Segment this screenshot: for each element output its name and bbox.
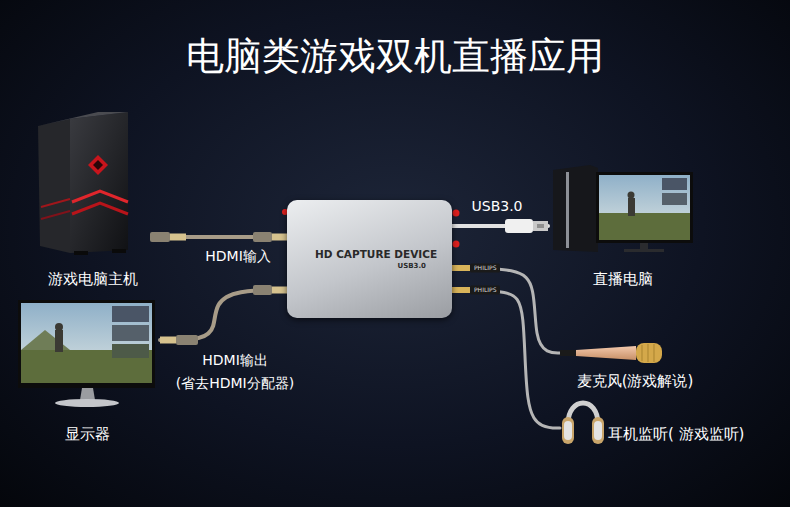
gaming-tower — [38, 112, 128, 255]
streaming-pc — [624, 249, 664, 252]
streaming-pc — [596, 172, 693, 243]
monitor — [18, 300, 155, 388]
monitor — [18, 300, 155, 407]
microphone — [560, 350, 576, 356]
headphones — [562, 417, 574, 444]
microphone — [560, 343, 662, 363]
microphone — [654, 344, 655, 362]
headphones — [562, 403, 604, 444]
hdmi-plug — [176, 335, 198, 345]
audio-jack — [452, 264, 500, 295]
hdmi-plug — [150, 232, 287, 345]
monitor — [112, 325, 149, 341]
gaming-tower — [93, 160, 103, 170]
capture-device: HD CAPTURE DEVICEUSB3.0 — [287, 200, 452, 318]
streaming-pc — [628, 198, 635, 216]
usb-plug — [533, 221, 548, 231]
gaming-tower — [88, 155, 108, 175]
device-label: 直播电脑 — [593, 270, 653, 288]
streaming-pc — [640, 243, 648, 249]
hdmi-plug — [160, 337, 176, 344]
gaming-tower — [38, 119, 70, 253]
headphones — [594, 421, 602, 440]
streaming-pc — [662, 193, 687, 205]
gaming-tower — [72, 203, 128, 214]
device-label: 显示器 — [65, 425, 110, 443]
microphone — [576, 346, 636, 360]
device-node: 游戏电脑主机 — [30, 108, 155, 288]
monitor — [55, 323, 63, 331]
monitor — [21, 303, 152, 383]
device-model: USB3.0 — [398, 262, 426, 270]
plug-brand: PHILIPS — [474, 265, 496, 271]
audio-jack — [470, 264, 500, 273]
gaming-tower — [72, 191, 128, 202]
device-label: 麦克风(游戏解说) — [577, 372, 694, 390]
cable — [452, 268, 560, 353]
device-node: 耳机监听( 游戏监听) — [560, 396, 782, 454]
device-label: 耳机监听( 游戏监听) — [608, 425, 744, 443]
hdmi-plug — [253, 232, 272, 242]
device-port-light — [453, 241, 460, 248]
cable — [160, 290, 287, 340]
microphone — [648, 344, 649, 362]
headphones — [592, 417, 604, 444]
monitor — [80, 388, 95, 400]
hdmi-plug — [150, 232, 170, 242]
streaming-pc — [553, 165, 693, 252]
monitor — [55, 399, 119, 407]
streaming-pc — [599, 213, 690, 240]
plug-brand: PHILIPS — [474, 287, 496, 293]
headphones — [564, 421, 572, 440]
gaming-tower — [38, 112, 128, 126]
audio-jack — [452, 265, 470, 271]
streaming-pc — [662, 178, 687, 190]
streaming-pc — [599, 175, 690, 240]
streaming-pc — [566, 172, 569, 248]
monitor — [112, 344, 149, 358]
device-node: 直播电脑 — [548, 158, 698, 288]
microphone — [636, 343, 662, 363]
audio-jack — [470, 286, 500, 295]
streaming-pc — [628, 192, 635, 199]
device-name: HD CAPTURE DEVICE — [315, 248, 437, 261]
cable-group — [155, 226, 560, 428]
gaming-tower — [74, 251, 88, 255]
diagram-title: 电脑类游戏双机直播应用 — [0, 34, 790, 80]
gaming-tower — [41, 211, 70, 219]
cable-note: (省去HDMI分配器) — [176, 375, 294, 392]
device-node: 显示器 — [15, 295, 160, 443]
gaming-tower — [112, 249, 126, 253]
audio-jack — [452, 287, 470, 293]
hdmi-plug — [272, 234, 287, 241]
device-port-light — [453, 210, 460, 217]
monitor — [55, 330, 63, 352]
hdmi-plug — [272, 287, 287, 294]
streaming-pc — [553, 165, 598, 252]
usb-plug — [505, 219, 548, 233]
cable-label: USB3.0 — [471, 198, 522, 215]
gaming-tower — [41, 199, 70, 207]
hdmi-plug — [170, 234, 186, 241]
hdmi-plug — [253, 285, 272, 295]
monitor — [112, 306, 149, 322]
usb-plug — [505, 219, 533, 233]
device-node: 麦克风(游戏解说) — [560, 338, 710, 390]
cable — [452, 290, 560, 428]
cable-label: HDMI输入 — [205, 248, 271, 265]
gaming-tower — [70, 112, 128, 253]
device-label: 游戏电脑主机 — [48, 270, 138, 288]
usb-plug — [537, 224, 544, 228]
microphone — [642, 345, 643, 361]
cable-label: HDMI输出 — [202, 352, 268, 369]
